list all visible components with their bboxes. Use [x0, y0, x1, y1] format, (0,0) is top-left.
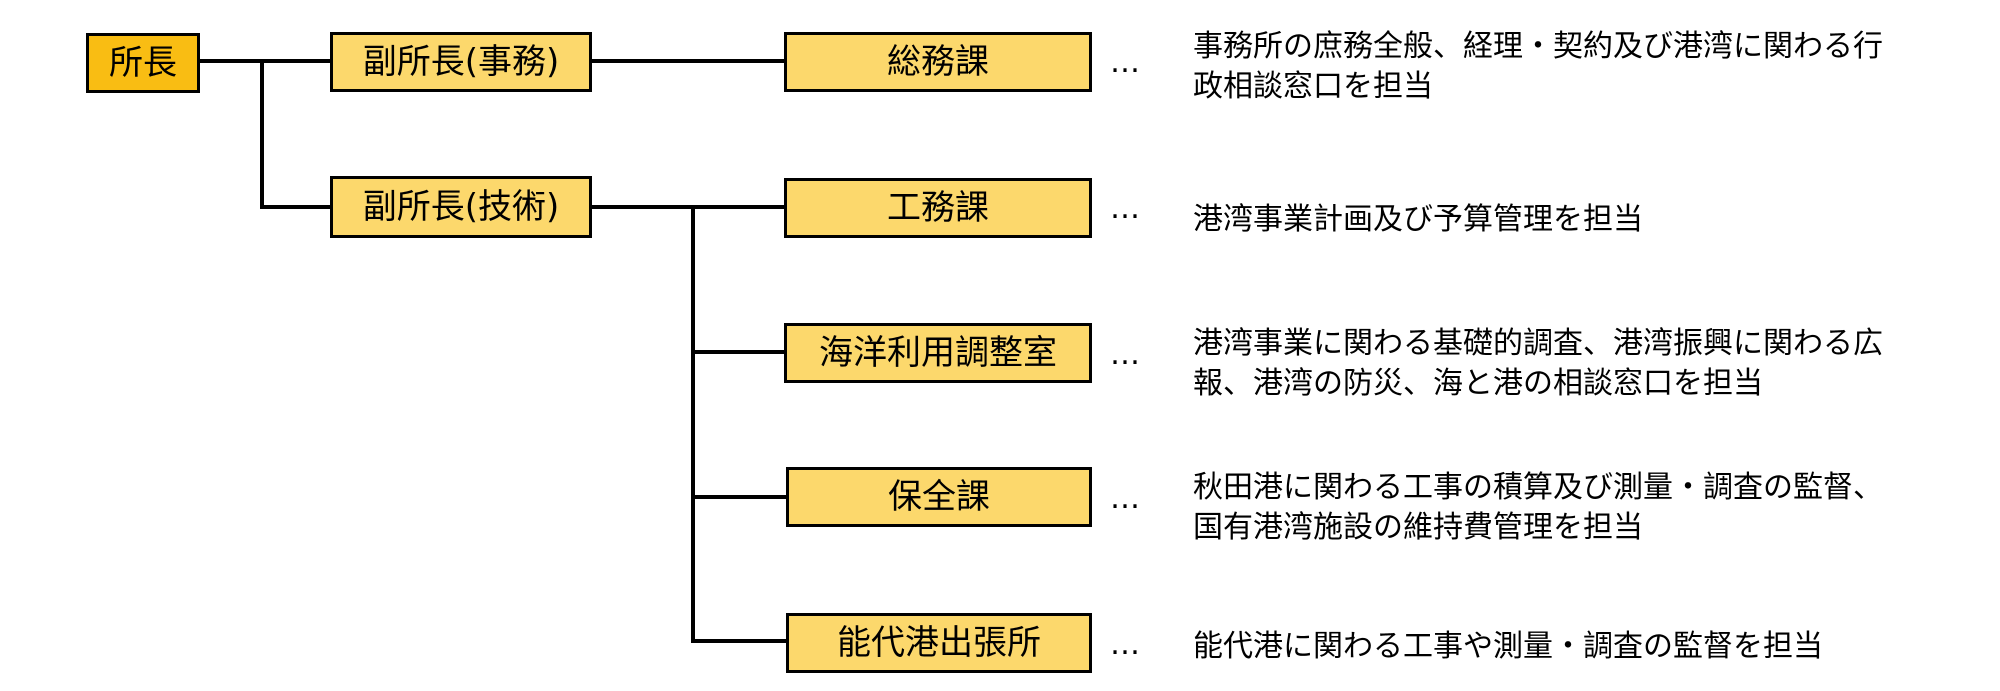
general-affairs-description-line: 政相談窓口を担当: [1193, 69, 1433, 104]
deputy-tech-box: 副所長(技術): [330, 176, 592, 238]
connector-director-deputy-admin: [198, 59, 332, 63]
engineering-description: 港湾事業計画及び予算管理を担当: [1193, 200, 1643, 240]
deputy-tech-label: 副所長(技術): [362, 187, 560, 227]
marine-coordination-description-line: 港湾事業に関わる基礎的調査、港湾振興に関わる広: [1193, 326, 1883, 361]
connector-tech-trunk: [691, 205, 695, 643]
deputy-admin-box: 副所長(事務): [330, 32, 592, 92]
general-affairs-description-line: 事務所の庶務全般、経理・契約及び港湾に関わる行: [1193, 29, 1883, 64]
maintenance-label: 保全課: [888, 477, 990, 517]
general-affairs-description: 事務所の庶務全般、経理・契約及び港湾に関わる行 政相談窓口を担当: [1193, 27, 1883, 107]
marine-coordination-label: 海洋利用調整室: [819, 333, 1057, 373]
marine-coordination-description: 港湾事業に関わる基礎的調査、港湾振興に関わる広 報、港湾の防災、海と港の相談窓口…: [1193, 324, 1883, 404]
maintenance-description-line: 秋田港に関わる工事の積算及び測量・調査の監督、: [1193, 470, 1883, 505]
marine-coordination-box: 海洋利用調整室: [784, 323, 1092, 383]
connector-deputy-tech-branch: [590, 205, 786, 209]
general-affairs-leader: …: [1110, 45, 1141, 80]
noshiro-office-box: 能代港出張所: [786, 613, 1092, 673]
deputy-admin-label: 副所長(事務): [362, 42, 560, 82]
noshiro-office-description: 能代港に関わる工事や測量・調査の監督を担当: [1193, 627, 1823, 667]
maintenance-box: 保全課: [786, 467, 1092, 527]
maintenance-description-line: 国有港湾施設の維持費管理を担当: [1193, 510, 1643, 545]
noshiro-office-description-line: 能代港に関わる工事や測量・調査の監督を担当: [1193, 629, 1823, 664]
connector-trunk-marine-office: [691, 350, 786, 354]
general-affairs-box: 総務課: [784, 32, 1092, 92]
engineering-leader: …: [1110, 191, 1141, 226]
noshiro-office-label: 能代港出張所: [837, 623, 1041, 663]
engineering-box: 工務課: [784, 178, 1092, 238]
maintenance-description: 秋田港に関わる工事の積算及び測量・調査の監督、 国有港湾施設の維持費管理を担当: [1193, 468, 1883, 548]
marine-coordination-description-line: 報、港湾の防災、海と港の相談窓口を担当: [1193, 366, 1763, 401]
engineering-description-line: 港湾事業計画及び予算管理を担当: [1193, 202, 1643, 237]
connector-trunk-noshiro-office: [691, 639, 786, 643]
maintenance-leader: …: [1110, 481, 1141, 516]
connector-trunk-deputy-tech: [260, 205, 332, 209]
director-label: 所長: [109, 43, 177, 83]
engineering-label: 工務課: [887, 188, 989, 228]
general-affairs-label: 総務課: [887, 42, 989, 82]
connector-deputy-admin-general-affairs: [590, 59, 786, 63]
director-box: 所長: [86, 33, 200, 93]
connector-trunk-maintenance: [691, 495, 786, 499]
connector-director-trunk: [260, 59, 264, 209]
marine-coordination-leader: …: [1110, 337, 1141, 372]
noshiro-office-leader: …: [1110, 627, 1141, 662]
